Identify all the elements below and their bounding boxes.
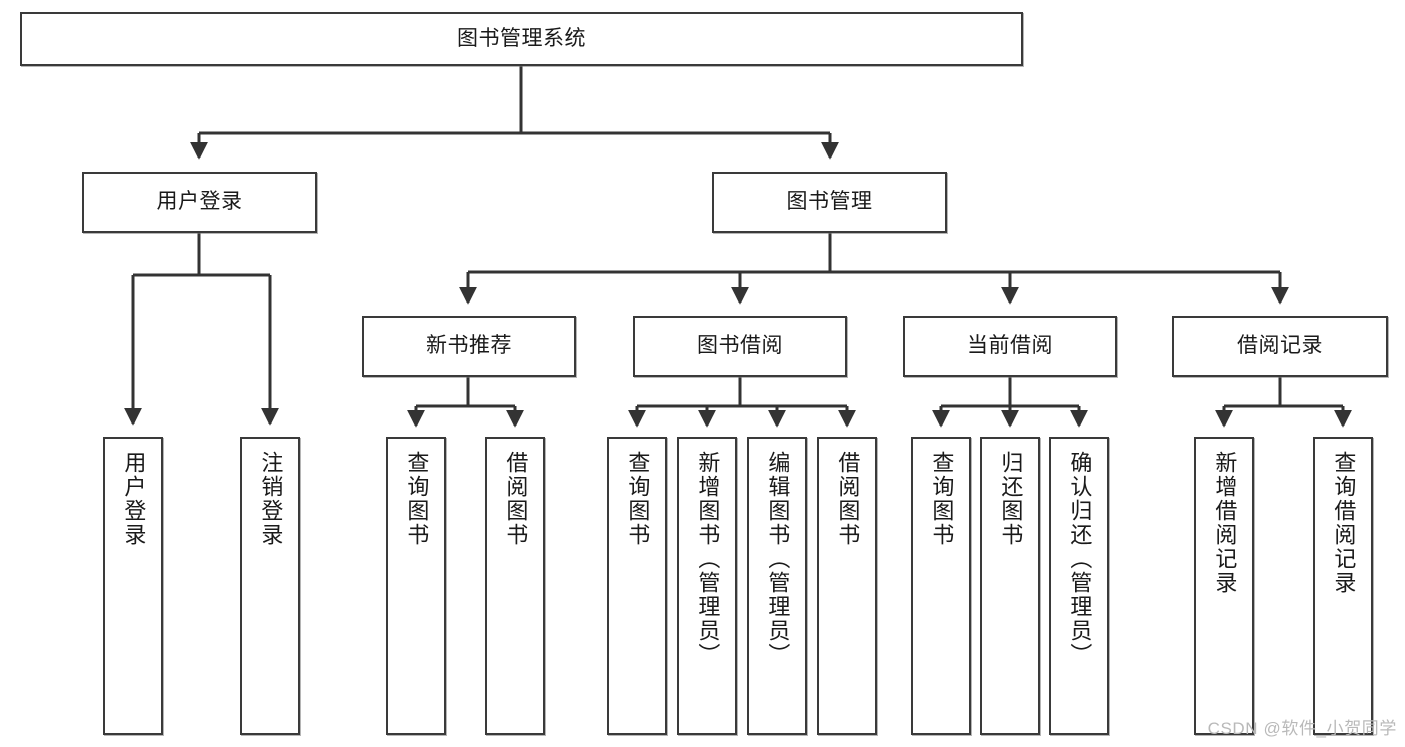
node-new-book-recommend-label: 新书推荐 [426,334,512,358]
node-root[interactable]: 图书管理系统 [20,12,1023,66]
node-leaf-query-record[interactable]: 查询借阅记录 [1313,437,1373,735]
node-leaf-query-book-3[interactable]: 查询图书 [911,437,971,735]
node-borrow-record-label: 借阅记录 [1237,334,1323,358]
node-leaf-borrow-book-2-label: 借阅图书 [835,451,861,547]
node-leaf-add-book[interactable]: 新增图书（管理员） [677,437,737,735]
node-leaf-user-login[interactable]: 用户登录 [103,437,163,735]
node-leaf-user-logout[interactable]: 注销登录 [240,437,300,735]
node-leaf-query-book-2-label: 查询图书 [625,451,651,547]
node-leaf-add-record-label: 新增借阅记录 [1212,451,1238,595]
node-new-book-recommend[interactable]: 新书推荐 [362,316,576,377]
node-book-borrow-label: 图书借阅 [697,334,783,358]
node-leaf-query-book-1[interactable]: 查询图书 [386,437,446,735]
node-leaf-add-book-label: 新增图书（管理员） [695,451,721,667]
node-book-borrow[interactable]: 图书借阅 [633,316,847,377]
node-current-borrow-label: 当前借阅 [967,334,1053,358]
node-user-login[interactable]: 用户登录 [82,172,317,233]
node-leaf-edit-book[interactable]: 编辑图书（管理员） [747,437,807,735]
node-leaf-return-book-label: 归还图书 [998,451,1024,547]
watermark-text: CSDN @软件_小贺同学 [1207,719,1397,738]
node-current-borrow[interactable]: 当前借阅 [903,316,1117,377]
node-leaf-query-book-1-label: 查询图书 [404,451,430,547]
node-book-manage-label: 图书管理 [786,190,873,214]
node-root-label: 图书管理系统 [457,26,586,50]
node-leaf-add-record[interactable]: 新增借阅记录 [1194,437,1254,735]
node-leaf-query-record-label: 查询借阅记录 [1331,451,1357,595]
node-user-login-label: 用户登录 [156,190,243,214]
node-leaf-confirm-return[interactable]: 确认归还（管理员） [1049,437,1109,735]
node-leaf-user-login-label: 用户登录 [121,451,147,547]
node-leaf-query-book-2[interactable]: 查询图书 [607,437,667,735]
node-leaf-borrow-book-1-label: 借阅图书 [503,451,529,547]
node-leaf-return-book[interactable]: 归还图书 [980,437,1040,735]
node-book-manage[interactable]: 图书管理 [712,172,947,233]
node-borrow-record[interactable]: 借阅记录 [1172,316,1388,377]
node-leaf-edit-book-label: 编辑图书（管理员） [765,451,791,667]
node-leaf-user-logout-label: 注销登录 [258,451,284,547]
node-leaf-confirm-return-label: 确认归还（管理员） [1067,451,1093,667]
node-leaf-borrow-book-1[interactable]: 借阅图书 [485,437,545,735]
node-leaf-borrow-book-2[interactable]: 借阅图书 [817,437,877,735]
node-leaf-query-book-3-label: 查询图书 [929,451,955,547]
